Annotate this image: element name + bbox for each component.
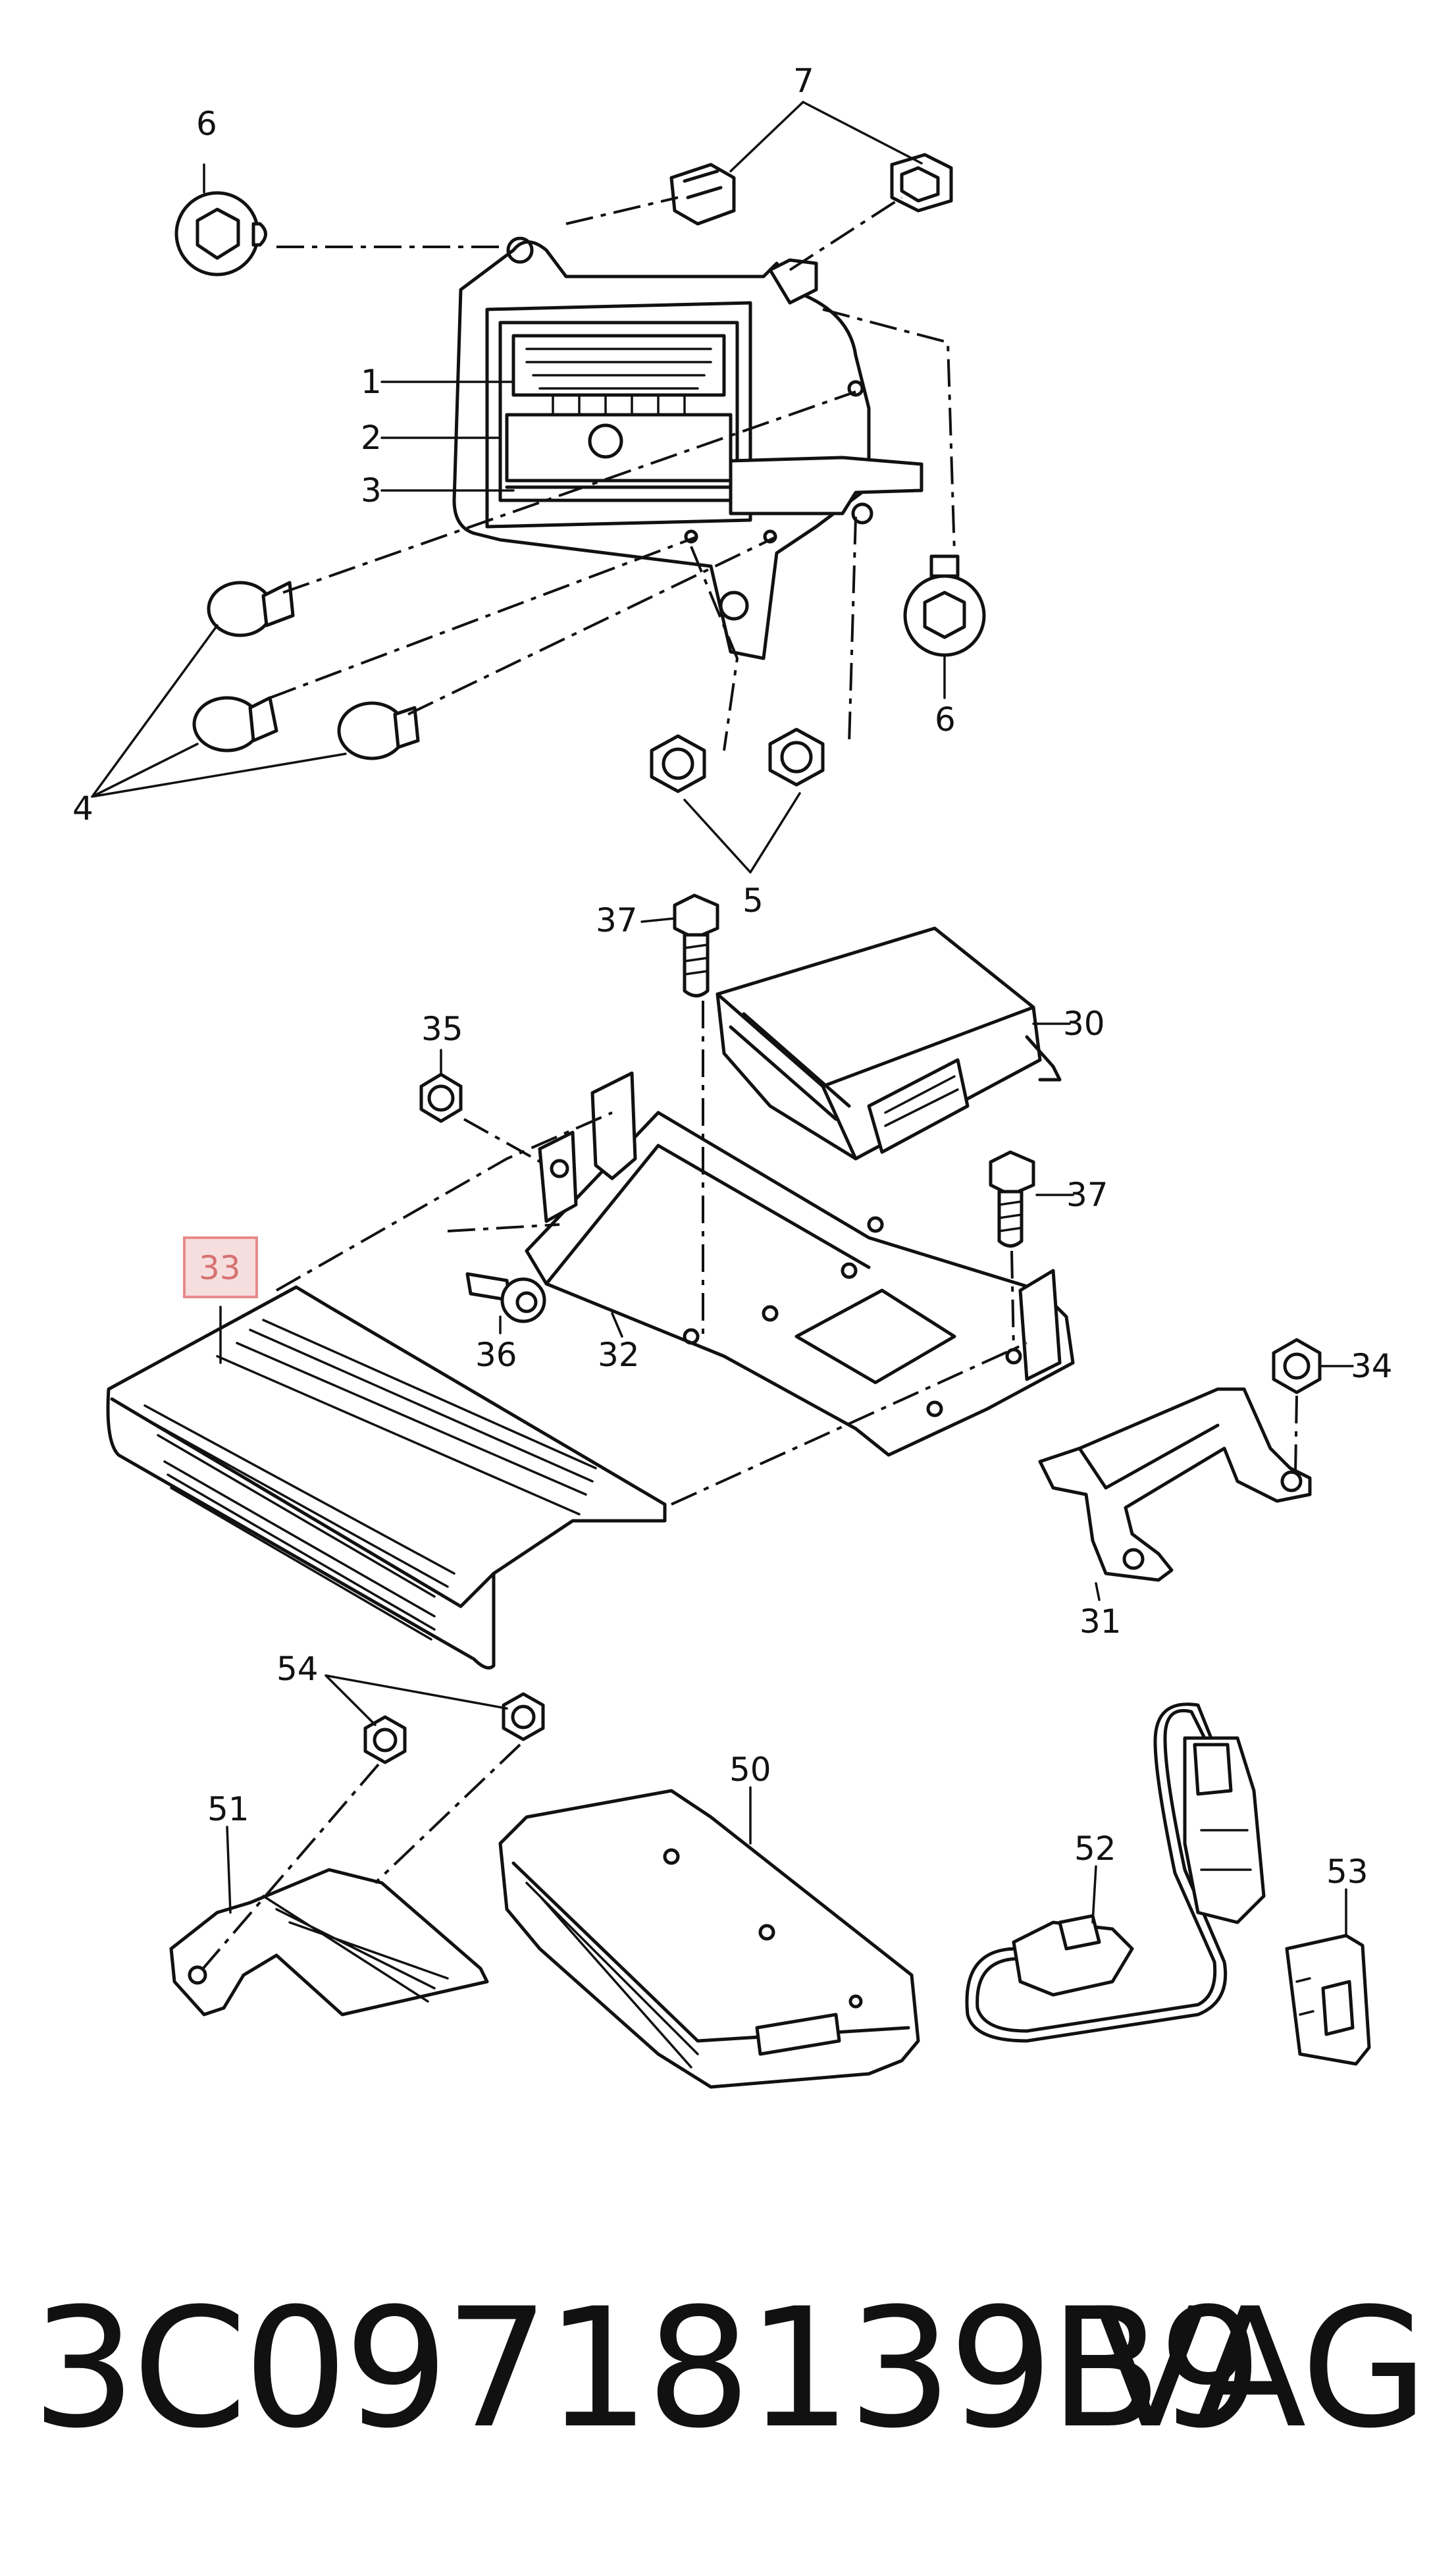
brand-label: VAG bbox=[1094, 2273, 1428, 2464]
callout-36: 36 bbox=[475, 1336, 517, 1374]
hex-bolt-6-top bbox=[174, 191, 267, 277]
callout-1: 1 bbox=[361, 363, 382, 401]
mounting-tray-32 bbox=[525, 1071, 1075, 1457]
small-bracket-51 bbox=[169, 1868, 489, 2017]
support-bracket-31 bbox=[1038, 1387, 1312, 1582]
callout-37-right: 37 bbox=[1066, 1176, 1108, 1214]
callout-30: 30 bbox=[1063, 1005, 1105, 1043]
exploded-parts-diagram: 6 7 1 2 3 6 4 5 37 30 35 37 33 36 32 34 … bbox=[72, 62, 1393, 2089]
spacer-nut-7 bbox=[669, 153, 953, 226]
flange-nuts-5 bbox=[650, 727, 825, 793]
callout-51: 51 bbox=[207, 1790, 249, 1828]
callout-32: 32 bbox=[598, 1336, 640, 1374]
connector-53 bbox=[1285, 1934, 1371, 2066]
cover-plate-33 bbox=[106, 1285, 667, 1670]
nuts-54 bbox=[363, 1692, 545, 1764]
nut-35 bbox=[419, 1072, 463, 1123]
control-unit-30 bbox=[715, 926, 1062, 1161]
callout-33-highlight bbox=[183, 1236, 258, 1298]
callout-35: 35 bbox=[421, 1010, 463, 1048]
callout-31: 31 bbox=[1079, 1602, 1122, 1641]
callout-50: 50 bbox=[729, 1751, 771, 1789]
callout-33: 33 bbox=[199, 1249, 241, 1287]
callout-4: 4 bbox=[72, 789, 93, 828]
callout-3: 3 bbox=[361, 471, 382, 510]
expanding-clips-4 bbox=[192, 581, 420, 760]
callout-5: 5 bbox=[742, 882, 764, 920]
sensor-cable-52 bbox=[965, 1703, 1266, 2043]
callout-52: 52 bbox=[1074, 1830, 1116, 1868]
screw-36 bbox=[465, 1272, 546, 1323]
callout-34: 34 bbox=[1351, 1347, 1393, 1385]
callout-54: 54 bbox=[276, 1650, 319, 1688]
upper-mounting-bracket bbox=[452, 236, 923, 660]
callout-37-top: 37 bbox=[596, 901, 638, 939]
part-number: 3C09718139B9 bbox=[32, 2273, 1263, 2464]
control-unit-50 bbox=[498, 1789, 920, 2089]
hex-bolt-6-right bbox=[903, 554, 986, 657]
callout-7: 7 bbox=[793, 62, 814, 100]
callout-6-right: 6 bbox=[935, 700, 956, 739]
callout-6-top: 6 bbox=[196, 105, 217, 143]
callout-2: 2 bbox=[361, 419, 382, 457]
bolt-37-top bbox=[673, 893, 719, 997]
callout-53: 53 bbox=[1326, 1853, 1368, 1891]
bolt-37-right bbox=[989, 1150, 1035, 1248]
nut-34 bbox=[1272, 1338, 1322, 1394]
